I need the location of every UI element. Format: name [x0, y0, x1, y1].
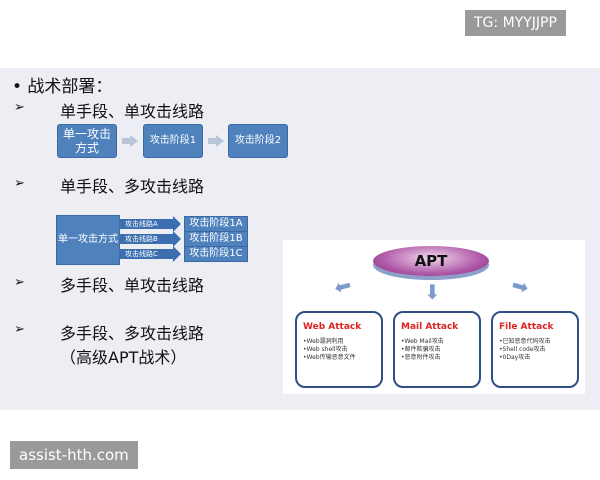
- card-item: •Web传输恶意文件: [303, 354, 356, 361]
- arrow-right-icon: [208, 135, 224, 147]
- card-item: •已知恶意代码攻击: [499, 338, 551, 345]
- bullet-marker: ➢: [14, 322, 25, 337]
- card-title: File Attack: [499, 322, 554, 332]
- diagram2-line-c: 攻击线路C: [119, 246, 181, 262]
- watermark-bottom: assist-hth.com: [10, 441, 138, 469]
- card-file-attack: File Attack •已知恶意代码攻击 •Shell code攻击 •0Da…: [491, 311, 579, 388]
- card-title: Web Attack: [303, 322, 362, 332]
- arrow-right-icon: [122, 135, 138, 147]
- bullet-2: 单手段、多攻击线路: [60, 177, 205, 196]
- bullet-marker: ➢: [14, 176, 25, 191]
- arrow-down-left-icon: ⬋: [330, 271, 357, 301]
- card-item: •Shell code攻击: [499, 346, 546, 353]
- diagram2-stage-1c: 攻击阶段1C: [184, 246, 248, 262]
- bullet-marker: ➢: [14, 100, 25, 115]
- diagram2-source: 单一攻击方式: [56, 215, 120, 265]
- apt-title: APT: [373, 246, 489, 276]
- card-item: •邮件欺骗攻击: [401, 346, 441, 353]
- apt-diagram: APT ⬋ ⬇ ⬊ Web Attack •Web漏洞利用 •Web shell…: [283, 240, 585, 394]
- bullet-marker: ➢: [14, 275, 25, 290]
- diagram1-stage-2: 攻击阶段2: [228, 124, 288, 158]
- card-title: Mail Attack: [401, 322, 459, 332]
- arrow-down-icon: ⬇: [424, 280, 441, 304]
- card-item: •Web漏洞利用: [303, 338, 344, 345]
- diagram1-source: 单一攻击方式: [57, 124, 117, 158]
- diagram1-stage-1: 攻击阶段1: [143, 124, 203, 158]
- card-item: •恶意附件攻击: [401, 354, 441, 361]
- card-item: •Web Mail攻击: [401, 338, 444, 345]
- card-mail-attack: Mail Attack •Web Mail攻击 •邮件欺骗攻击 •恶意附件攻击: [393, 311, 481, 388]
- card-item: •Web shell攻击: [303, 346, 348, 353]
- bullet-4-note: （高级APT战术）: [60, 348, 187, 367]
- slide-heading: • 战术部署：: [12, 77, 113, 97]
- bullet-4: 多手段、多攻击线路: [60, 324, 205, 343]
- arrow-down-right-icon: ⬊: [506, 271, 533, 301]
- diagram2-line-b: 攻击线路B: [119, 231, 181, 247]
- card-web-attack: Web Attack •Web漏洞利用 •Web shell攻击 •Web传输恶…: [295, 311, 383, 388]
- diagram2-stage-1b: 攻击阶段1B: [184, 231, 248, 247]
- diagram2-stage-1a: 攻击阶段1A: [184, 216, 248, 232]
- diagram2-line-a: 攻击线路A: [119, 216, 181, 232]
- bullet-3: 多手段、单攻击线路: [60, 276, 205, 295]
- card-item: •0Day攻击: [499, 354, 531, 361]
- watermark-top: TG: MYYJJPP: [465, 10, 566, 36]
- bullet-1: 单手段、单攻击线路: [60, 102, 205, 121]
